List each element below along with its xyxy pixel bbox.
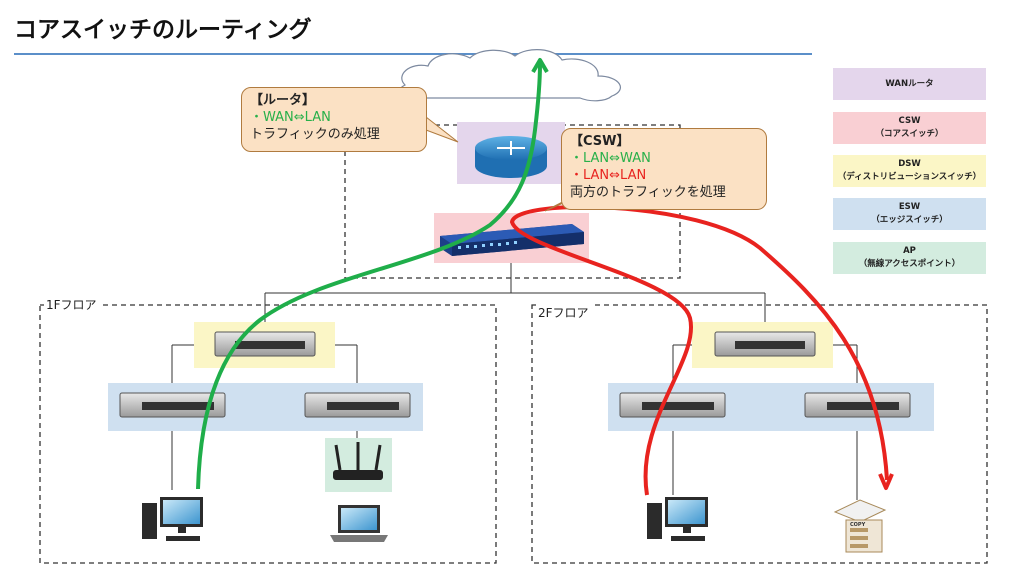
- desktop-pc-2f: [647, 497, 708, 541]
- csw-callout-line3: 両方のトラフィックを処理: [570, 185, 726, 200]
- legend-label: ESW: [898, 202, 921, 212]
- title-underline: [14, 53, 812, 55]
- wireless-ap: [333, 442, 383, 480]
- lan-traffic-arrowhead: [878, 473, 894, 490]
- floor1-area: [39, 304, 497, 564]
- dsw-2f: [714, 331, 816, 357]
- lan-traffic-path: [509, 204, 889, 496]
- router-callout-line1: ・WAN⇔LAN: [250, 110, 331, 125]
- legend-esw: ESW （エッジスイッチ）: [833, 198, 986, 230]
- legend-sublabel: （ディストリビューションスイッチ）: [837, 172, 982, 182]
- page-title: コアスイッチのルーティング: [14, 17, 312, 43]
- floor2-label: 2Fフロア: [536, 304, 591, 321]
- wan-router: [475, 136, 547, 178]
- legend-sublabel: （エッジスイッチ）: [871, 215, 948, 225]
- wan-traffic-arrowhead: [531, 58, 549, 74]
- floor2-area: [531, 304, 988, 564]
- floor1-label: 1Fフロア: [44, 296, 99, 313]
- router-callout-tail: [425, 115, 459, 143]
- csw-callout-line2: ・LAN⇔LAN: [570, 168, 647, 183]
- wan-traffic-path: [196, 63, 542, 490]
- router-callout-line2: トラフィックのみ処理: [250, 127, 380, 142]
- router-callout-heading: 【ルータ】: [250, 93, 316, 108]
- esw-1f-left: [119, 392, 226, 418]
- legend-csw: CSW （コアスイッチ）: [833, 112, 986, 144]
- laptop-1f: [330, 505, 388, 542]
- legend-label: DSW: [898, 159, 921, 169]
- csw-callout: 【CSW】 ・LAN⇔WAN ・LAN⇔LAN 両方のトラフィックを処理: [561, 128, 767, 210]
- csw-callout-heading: 【CSW】: [570, 134, 630, 149]
- desktop-pc-1f: [142, 497, 203, 541]
- copier-printer: COPY: [833, 499, 887, 553]
- legend-wan-router: WANルータ: [833, 68, 986, 100]
- copier-label: COPY: [850, 522, 866, 528]
- legend-sublabel: （コアスイッチ）: [875, 129, 944, 139]
- router-callout: 【ルータ】 ・WAN⇔LAN トラフィックのみ処理: [241, 87, 427, 152]
- legend-sublabel: （無線アクセスポイント）: [858, 259, 961, 269]
- legend-label: CSW: [898, 116, 921, 126]
- legend-label: WANルータ: [885, 78, 934, 89]
- legend-ap: AP （無線アクセスポイント）: [833, 242, 986, 274]
- esw-1f-right: [304, 392, 411, 418]
- esw-2f-right: [804, 392, 911, 418]
- legend-label: AP: [903, 246, 916, 256]
- esw-2f-left: [619, 392, 726, 418]
- connection-lines: [171, 255, 858, 500]
- legend-dsw: DSW （ディストリビューションスイッチ）: [833, 155, 986, 187]
- core-switch: [440, 224, 584, 256]
- internet-cloud: [398, 49, 621, 102]
- csw-callout-line1: ・LAN⇔WAN: [570, 151, 651, 166]
